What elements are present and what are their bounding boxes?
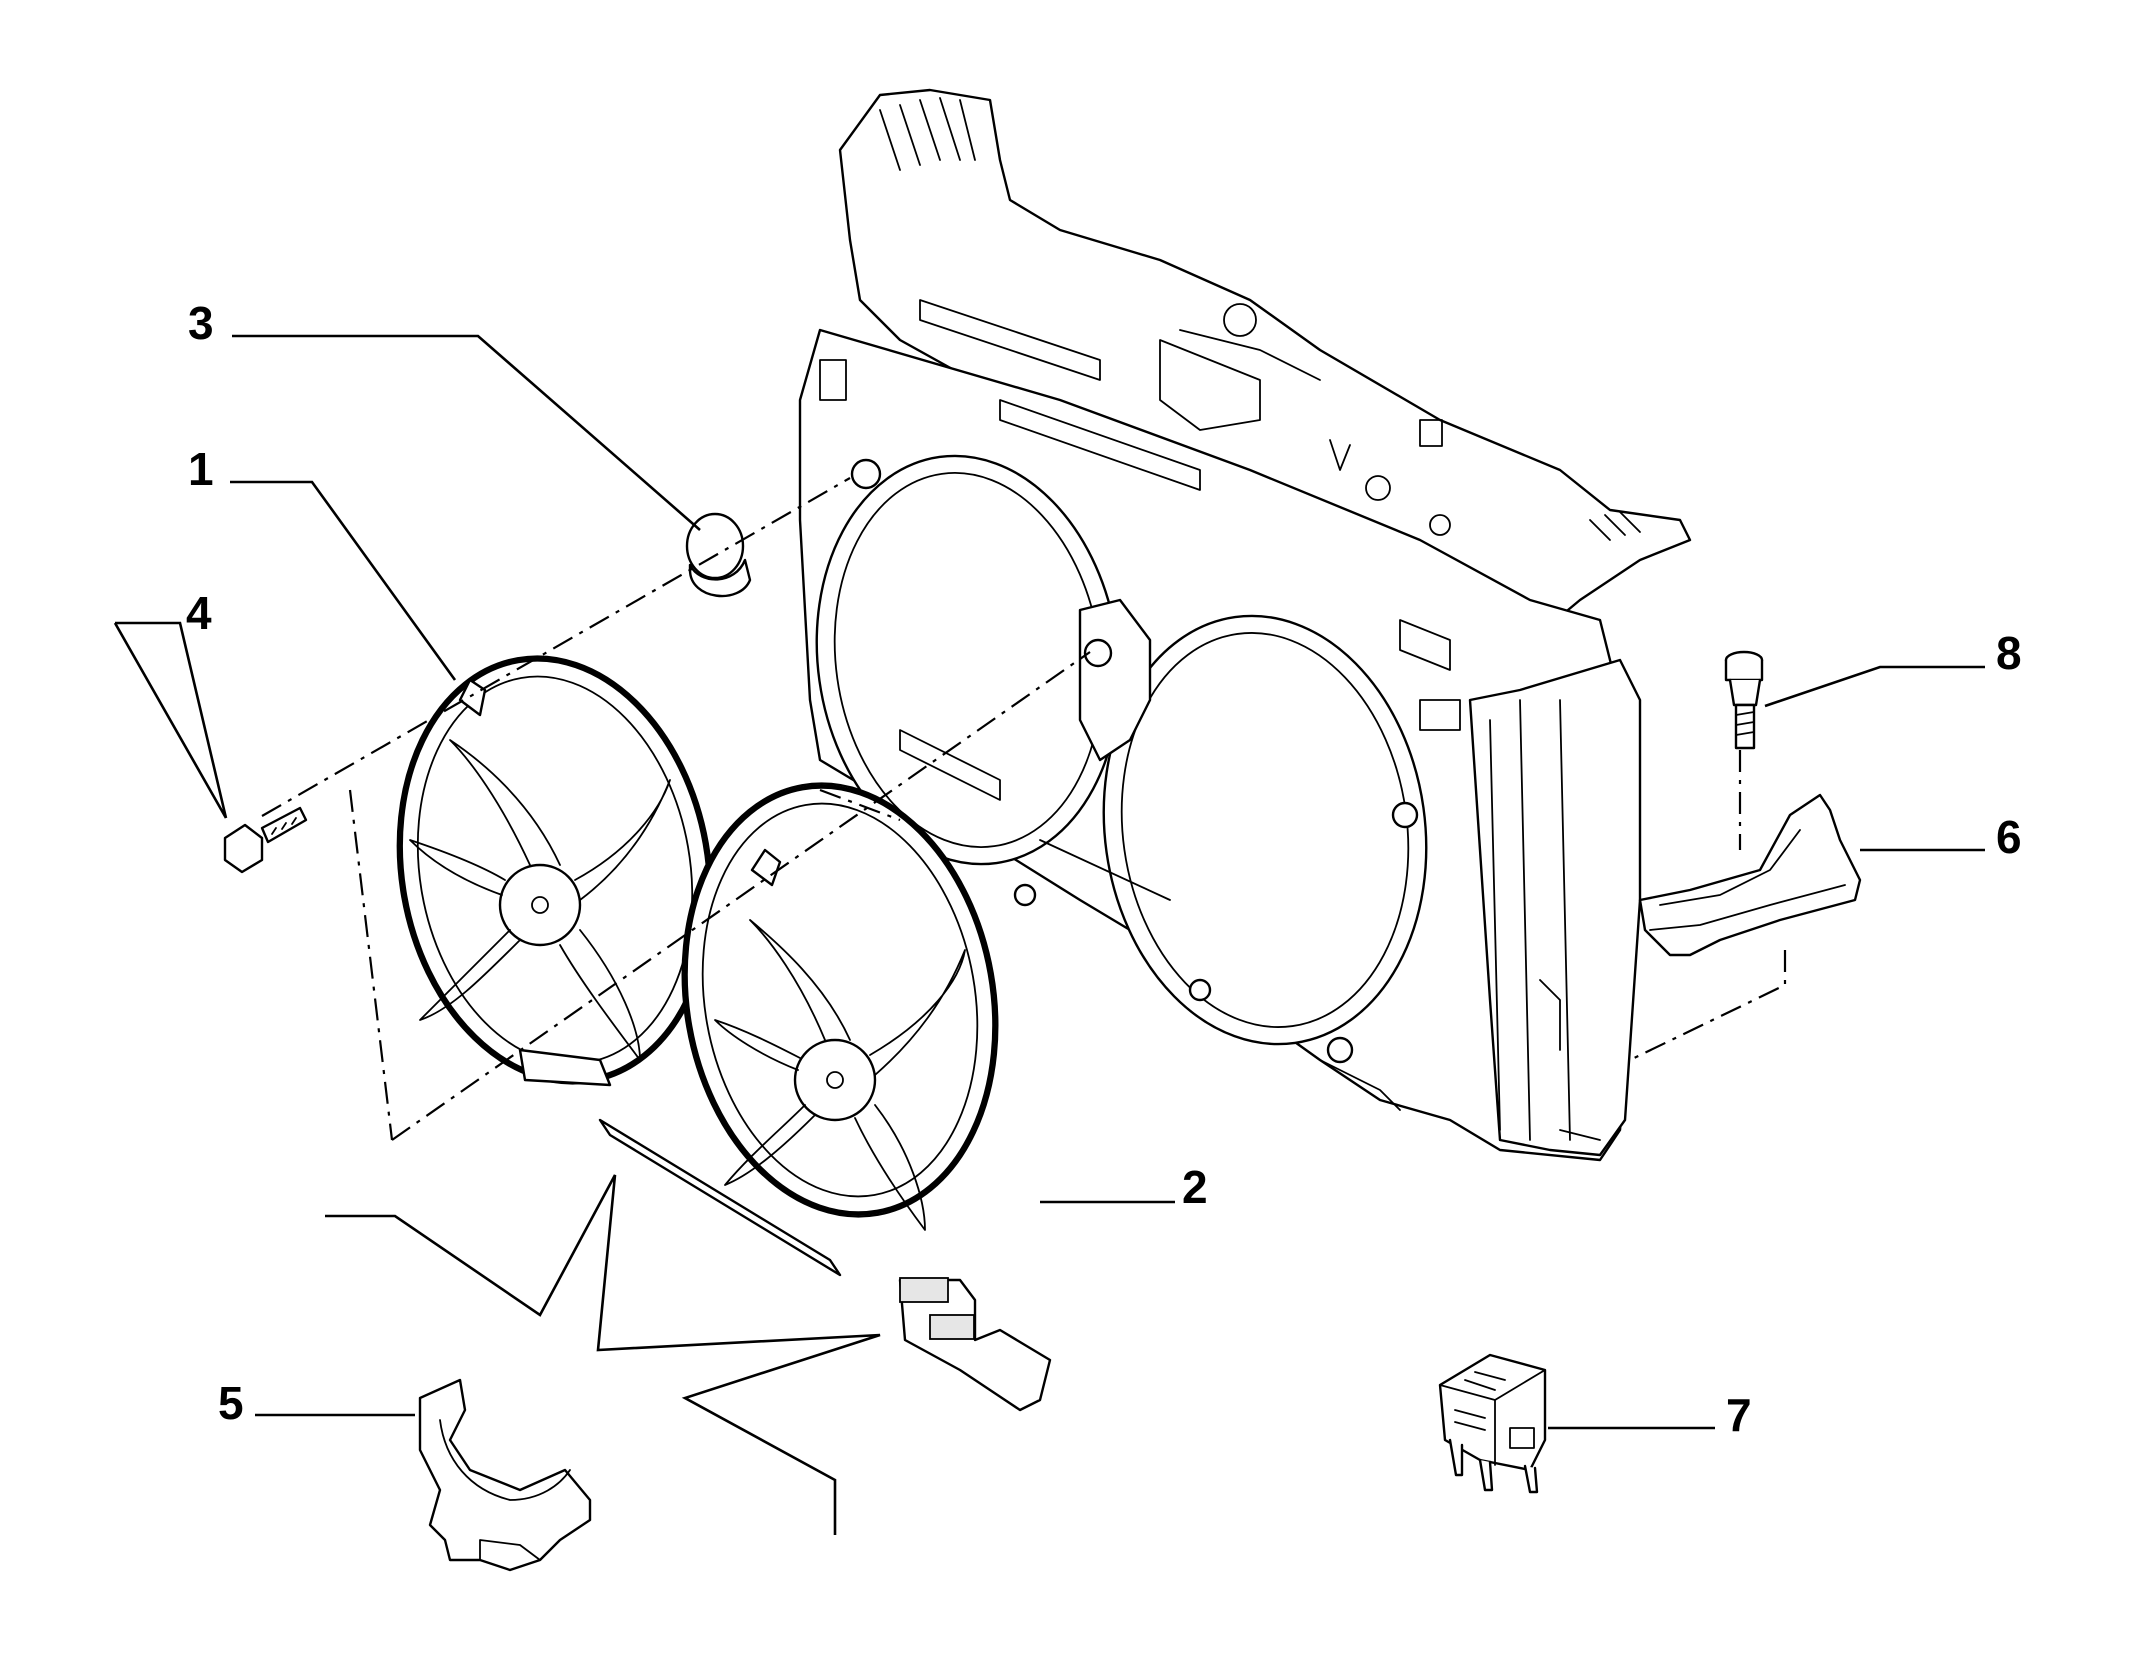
- callout-5: 5: [218, 1377, 244, 1429]
- harness-routing-lines: [325, 1174, 881, 1535]
- leader-line-3: [232, 334, 701, 531]
- callout-1: 1: [188, 443, 214, 495]
- leader-line-1: [230, 480, 457, 681]
- leader-line-4: [113, 621, 228, 819]
- leader-lines: [113, 334, 1985, 1535]
- air-duct-part-6: [1638, 793, 1862, 957]
- callout-3: 3: [188, 297, 214, 349]
- fan-assembly: [396, 655, 1052, 1412]
- callout-7: 7: [1726, 1389, 1752, 1441]
- assembly-dash-lines: [261, 477, 1787, 1141]
- leader-line-8: [1764, 665, 1985, 708]
- bracket-part-5: [418, 1378, 592, 1572]
- bolt-part-4: [223, 806, 308, 874]
- callout-8: 8: [1996, 627, 2022, 679]
- grommet-part-3: [685, 512, 752, 598]
- relay-part-7: [1438, 1353, 1547, 1494]
- fastener-part-8: [1724, 650, 1764, 750]
- callout-6: 6: [1996, 811, 2022, 863]
- callout-2: 2: [1182, 1161, 1208, 1213]
- radiator-support-frame: [798, 88, 1692, 1162]
- callout-4: 4: [186, 587, 212, 639]
